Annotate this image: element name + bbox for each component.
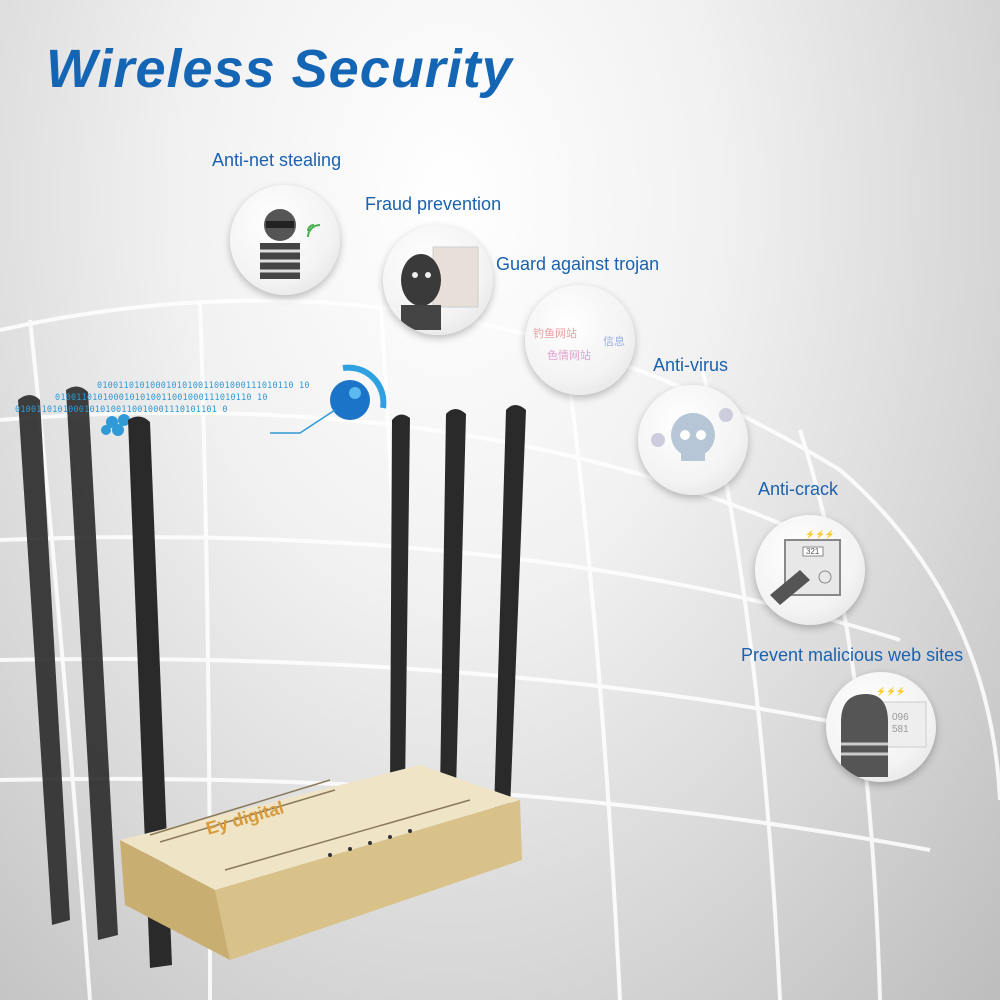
binary-line: 0100110101000101010011001000111010110 10 [55,393,268,403]
router-body [120,765,522,960]
binary-line: 0100110101000101010011001000111010110 10 [97,381,310,391]
wifi-signal-icon [270,364,387,434]
safe-icon: ⚡⚡⚡ 321 [755,515,865,625]
feature-label: Anti-virus [653,355,729,375]
page-title: Wireless Security [46,39,513,99]
hacker-screen-icon: ⚡⚡⚡ 096 581 [826,672,936,782]
masked-fraudster-icon [383,225,493,335]
svg-text:⚡⚡⚡: ⚡⚡⚡ [805,529,835,539]
svg-text:⚡⚡⚡: ⚡⚡⚡ [876,686,906,696]
thief-icon [230,185,340,295]
feature-label: Prevent malicious web sites [741,645,964,665]
feature-label: Guard against trojan [496,254,660,274]
skull-icon [638,385,748,495]
feature-label: Anti-net stealing [212,150,342,170]
phishing-site-icon: 钓鱼网站 色情网站 信息 [525,285,635,395]
feature-label: Fraud prevention [365,194,502,214]
binary-line: 01001101010001010100110010001110101101 0 [15,405,228,415]
feature-label: Anti-crack [758,479,839,499]
